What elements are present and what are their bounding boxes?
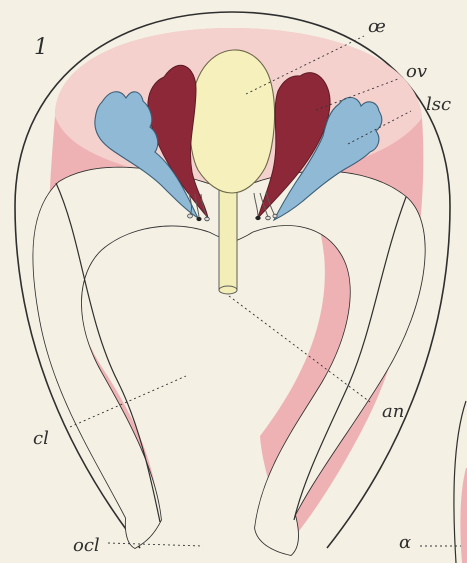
left-duct-end-1: [188, 214, 193, 218]
label-ocl: ocl: [73, 535, 100, 556]
label-right-edge: α: [399, 532, 411, 553]
label-cl: cl: [33, 428, 49, 449]
central-yellow-organ: [190, 50, 275, 193]
right-duct-end-3: [273, 214, 277, 218]
label-ov: ov: [406, 61, 427, 82]
right-duct-end-2: [266, 216, 271, 220]
central-canal: [219, 186, 237, 290]
left-duct-end-2: [197, 217, 201, 221]
figure-number: 1: [34, 35, 48, 60]
right-duct-end-1: [256, 216, 261, 220]
label-an: an: [382, 401, 404, 422]
left-duct-end-3: [205, 217, 210, 221]
label-lsc: lsc: [426, 94, 451, 115]
canal-end: [219, 286, 237, 294]
label-oe: œ: [368, 16, 386, 37]
